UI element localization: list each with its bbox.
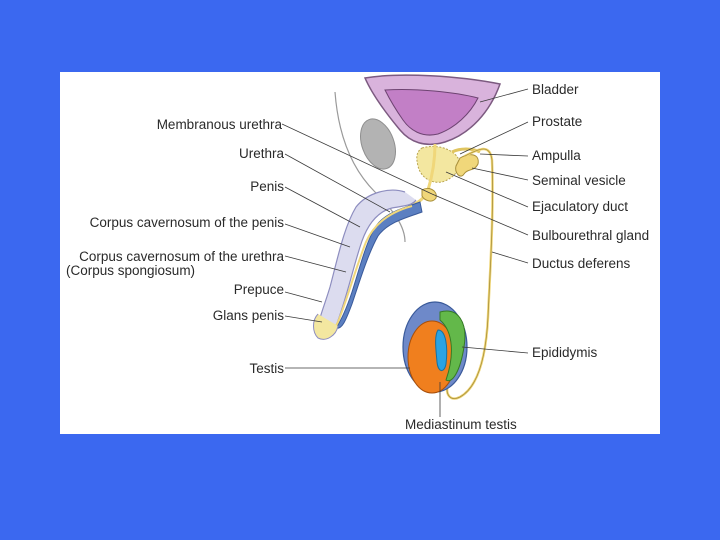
label-ejaculatory-duct: Ejaculatory duct bbox=[532, 199, 629, 214]
label-glans-penis: Glans penis bbox=[212, 308, 284, 323]
label-corpus-cavernosum-penis: Corpus cavernosum of the penis bbox=[89, 215, 284, 230]
label-penis: Penis bbox=[250, 179, 284, 194]
label-corpus-cavernosum-urethra: Corpus cavernosum of the urethra bbox=[79, 249, 284, 264]
label-ductus-deferens: Ductus deferens bbox=[532, 256, 631, 271]
epididymis-shape bbox=[439, 310, 466, 382]
label-corpus-spongiosum: (Corpus spongiosum) bbox=[66, 263, 196, 278]
label-epididymis: Epididymis bbox=[532, 345, 598, 360]
label-seminal-vesicle: Seminal vesicle bbox=[532, 173, 626, 188]
seminal-vesicle-shape bbox=[455, 154, 479, 177]
leader-lines-left bbox=[281, 123, 433, 369]
label-urethra: Urethra bbox=[238, 146, 284, 161]
bulbourethral-gland-shape bbox=[421, 187, 437, 202]
label-prepuce: Prepuce bbox=[233, 282, 284, 297]
label-ampulla: Ampulla bbox=[532, 148, 581, 163]
anatomy-illustration bbox=[281, 74, 529, 417]
leader-lines-right bbox=[431, 88, 529, 417]
mediastinum-shape bbox=[435, 329, 448, 371]
label-bulbourethral-gland: Bulbourethral gland bbox=[532, 228, 650, 243]
label-membranous-urethra: Membranous urethra bbox=[156, 117, 282, 132]
bladder-lumen bbox=[384, 88, 479, 136]
diagram-panel: Membranous urethra Urethra Penis Corpus … bbox=[60, 72, 660, 434]
pubic-bone bbox=[360, 118, 396, 170]
label-testis: Testis bbox=[249, 361, 284, 376]
body-outline bbox=[334, 91, 406, 243]
label-bladder: Bladder bbox=[532, 82, 579, 97]
label-prostate: Prostate bbox=[532, 114, 583, 129]
label-mediastinum-testis: Mediastinum testis bbox=[405, 417, 517, 432]
